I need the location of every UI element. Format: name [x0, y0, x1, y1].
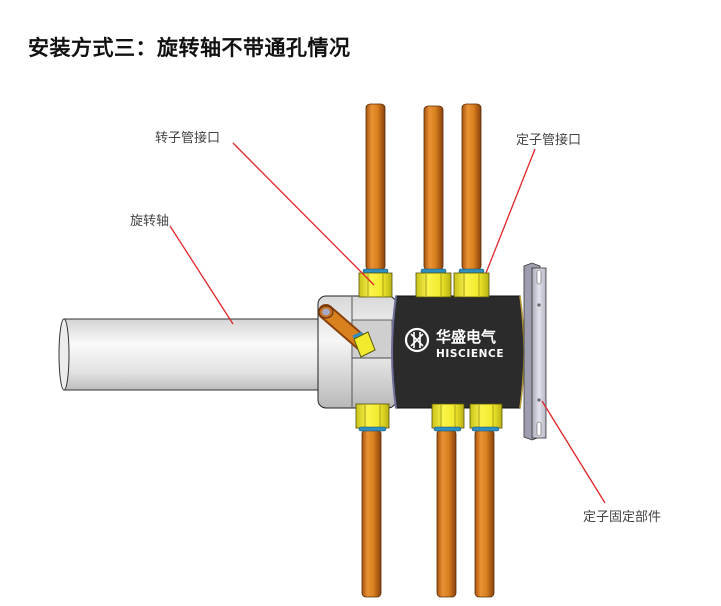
- stator-fitting-bottom-1: [431, 403, 465, 432]
- leader-lines: [169, 142, 606, 504]
- rotor-pipe-top: [365, 103, 386, 271]
- stator-body: [391, 295, 525, 409]
- stator-pipe-bottom-1: [436, 429, 457, 598]
- label-stator-port: 定子管接口: [516, 133, 582, 148]
- leader-rotor-port: [232, 142, 375, 286]
- stator-pipe-top-2: [461, 103, 482, 271]
- rotor-fitting-top: [358, 268, 393, 298]
- rotor-fitting-bottom: [355, 403, 390, 432]
- stator-fitting-bottom-2: [469, 403, 503, 432]
- label-stator-fixture: 定子固定部件: [583, 510, 662, 525]
- stator-pipe-bottom-2: [474, 429, 495, 598]
- label-rotor-port: 转子管接口: [155, 131, 221, 146]
- brand-name-en: HISCIENCE: [436, 348, 504, 360]
- leader-stator-fixture: [541, 400, 606, 504]
- stator-pipe-top-1: [423, 105, 444, 271]
- leader-stator-port: [485, 148, 536, 274]
- leader-shaft: [169, 225, 234, 325]
- page-title: 安装方式三：旋转轴不带通孔情况: [28, 36, 351, 60]
- rotating-shaft: [58, 318, 335, 391]
- stator-bracket: [523, 262, 547, 441]
- brand-name-cn: 华盛电气: [436, 328, 496, 346]
- rotor-pipe-bottom: [361, 429, 382, 598]
- brand-logo: [404, 327, 430, 353]
- rotor-angled-pipe: [318, 304, 376, 358]
- stator-fitting-top-2: [453, 268, 490, 298]
- label-shaft: 旋转轴: [130, 214, 170, 229]
- stator-fitting-top-1: [415, 268, 452, 298]
